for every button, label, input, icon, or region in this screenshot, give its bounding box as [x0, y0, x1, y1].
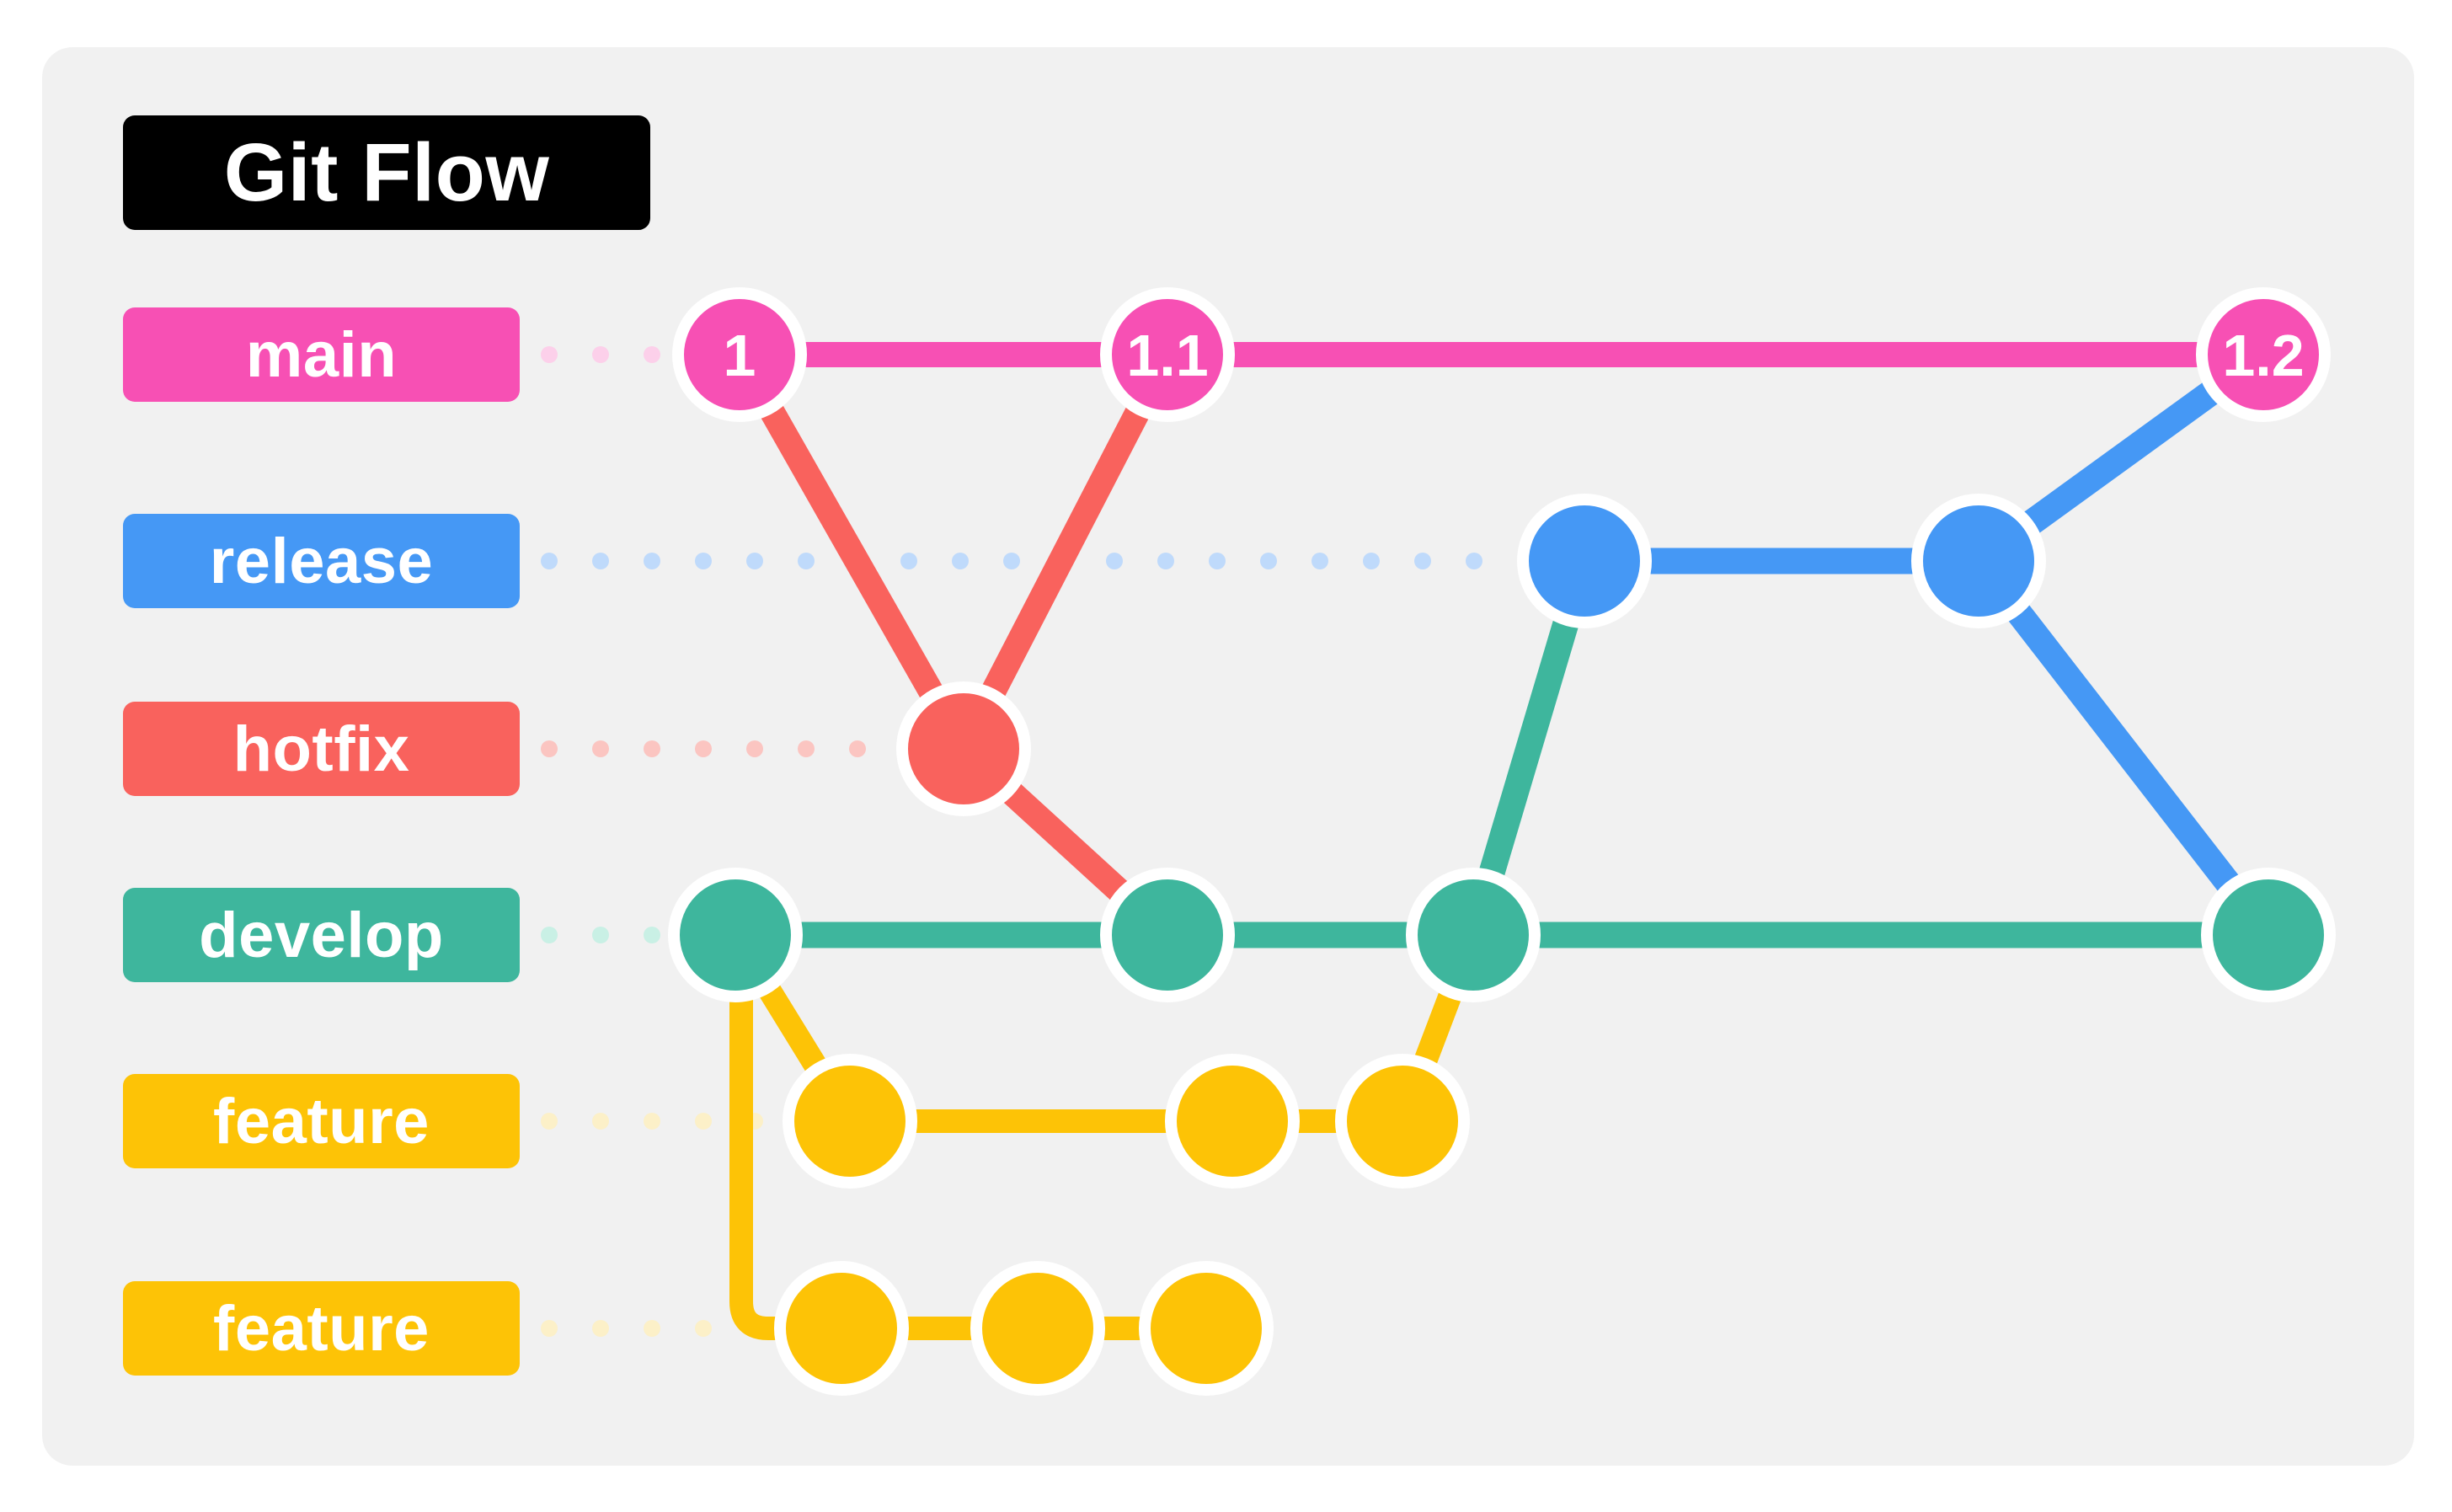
- leader-dot: [592, 740, 609, 757]
- leader-dot: [541, 740, 558, 757]
- leader-dot: [1363, 553, 1380, 569]
- edge-release-b-to-develop-d: [1968, 553, 2279, 943]
- commit-dot: [1406, 868, 1541, 1002]
- leader-dot: [644, 927, 660, 943]
- commit-node-hotfix-a: [896, 681, 1031, 816]
- commit-node-main-1-1: 1.1: [1100, 287, 1235, 422]
- commit-dot: [774, 1261, 909, 1396]
- commit-dot: [2201, 868, 2336, 1002]
- commit-node-feature1-b: [1165, 1054, 1300, 1189]
- leader-dot: [798, 553, 815, 569]
- row-label-release: release: [123, 514, 520, 608]
- commit-dot: [1911, 494, 2046, 628]
- commit-node-develop-c: [1406, 868, 1541, 1002]
- leader-dot: [695, 740, 712, 757]
- leader-dot: [1414, 553, 1431, 569]
- commit-label: 1: [724, 323, 756, 388]
- leader-dot: [592, 927, 609, 943]
- row-label-develop: develop: [123, 888, 520, 982]
- row-label-main: main: [123, 307, 520, 402]
- leader-dot: [541, 553, 558, 569]
- edge-develop-a-feature2-a: [729, 935, 841, 1340]
- leader-dots-feature-b: [541, 1320, 712, 1337]
- commit-node-feature1-a: [783, 1054, 917, 1189]
- leader-dot: [644, 346, 660, 363]
- row-label-hotfix: hotfix: [123, 702, 520, 796]
- commit-node-develop-a: [668, 868, 803, 1002]
- commit-node-main-1: 1: [672, 287, 807, 422]
- commit-label: 1.1: [1126, 323, 1208, 388]
- leader-dot: [592, 553, 609, 569]
- leader-dot: [541, 1113, 558, 1130]
- leader-dot: [592, 1113, 609, 1130]
- leader-dot: [746, 740, 763, 757]
- commit-node-main-1-2: 1.2: [2196, 287, 2331, 422]
- commit-dot: [1165, 1054, 1300, 1189]
- leader-dot: [1157, 553, 1174, 569]
- leader-dot: [1311, 553, 1328, 569]
- leader-dot: [1209, 553, 1226, 569]
- leader-dot: [592, 1320, 609, 1337]
- leader-dot: [798, 740, 815, 757]
- leader-dot: [1106, 553, 1123, 569]
- leader-dot: [1466, 553, 1482, 569]
- leader-dots-release: [541, 553, 1482, 569]
- leader-dot: [592, 346, 609, 363]
- leader-dot: [695, 553, 712, 569]
- leader-dot: [541, 346, 558, 363]
- commit-label: 1.2: [2222, 323, 2304, 388]
- commit-dot: [1100, 868, 1235, 1002]
- leader-dot: [952, 553, 969, 569]
- commit-dot: [783, 1054, 917, 1189]
- edge-hotfix-a-to-main-1-1: [952, 349, 1179, 755]
- leader-dots-hotfix: [541, 740, 866, 757]
- commit-node-feature2-b: [970, 1261, 1105, 1396]
- leader-dot: [849, 740, 866, 757]
- row-label-feature-1: feature: [123, 1074, 520, 1168]
- commit-dot: [668, 868, 803, 1002]
- leader-dot: [644, 553, 660, 569]
- row-label-feature-2: feature: [123, 1281, 520, 1376]
- leader-dots-develop: [541, 927, 660, 943]
- commit-dot: [2196, 287, 2331, 422]
- commit-dot: [1100, 287, 1235, 422]
- commit-node-release-b: [1911, 494, 2046, 628]
- leader-dot: [746, 553, 763, 569]
- commit-dot: [1335, 1054, 1470, 1189]
- leader-dots-main: [541, 346, 660, 363]
- commit-node-feature2-c: [1139, 1261, 1274, 1396]
- leader-dot: [1260, 553, 1277, 569]
- commit-dot: [1517, 494, 1652, 628]
- commit-node-develop-d: [2201, 868, 2336, 1002]
- leader-dot: [644, 1113, 660, 1130]
- commit-node-release-a: [1517, 494, 1652, 628]
- leader-dot: [1003, 553, 1020, 569]
- leader-dot: [900, 553, 917, 569]
- edge-main-1-to-hotfix-a: [728, 348, 975, 756]
- commit-node-feature1-c: [1335, 1054, 1470, 1189]
- commit-dot: [970, 1261, 1105, 1396]
- leader-dot: [644, 740, 660, 757]
- leader-dot: [695, 1113, 712, 1130]
- commit-dot: [1139, 1261, 1274, 1396]
- leader-dot: [541, 927, 558, 943]
- leader-dot: [695, 1320, 712, 1337]
- leader-dot: [644, 1320, 660, 1337]
- commit-node-feature2-a: [774, 1261, 909, 1396]
- commit-dot: [672, 287, 807, 422]
- title-badge: Git Flow: [123, 115, 650, 230]
- leader-dot: [541, 1320, 558, 1337]
- commit-node-develop-b: [1100, 868, 1235, 1002]
- commit-dot: [896, 681, 1031, 816]
